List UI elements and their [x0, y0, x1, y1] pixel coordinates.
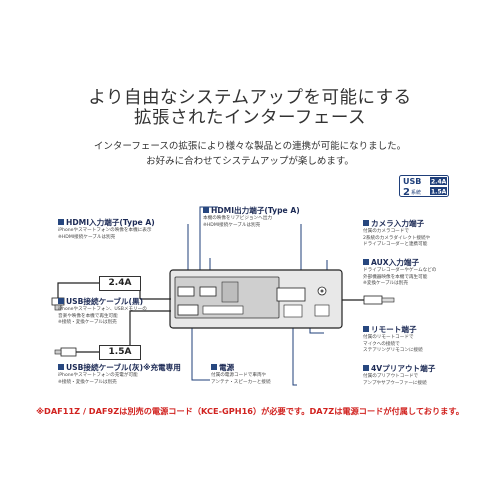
- headline-line-1: より自由なシステムアップを可能にする: [88, 88, 412, 108]
- badge-unit-text: 系統: [411, 189, 421, 196]
- aux-desc-2: 外部機器映像を本機で再生可能: [363, 274, 428, 280]
- preout-desc-1: 付属のプリアウトコードで: [363, 374, 419, 379]
- camera-desc-2: 2系統のカメラダイレクト接続や: [363, 235, 431, 241]
- hdmi-in-label: HDMI入力端子(Type A): [58, 217, 155, 228]
- remote-desc-1: 付属のリモートコードで: [363, 335, 414, 340]
- aux-callout: AUX入力端子 ドライブレコーダーやゲームなどの 外部機器映像を本機で再生可能 …: [363, 257, 436, 288]
- usb-2-system-badge: USB 2 系統 2.4A 1.5A: [399, 175, 449, 197]
- usb-gray-desc-1: iPhoneやスマートフォンの充電が可能: [58, 373, 138, 378]
- usb-black-label: USB接続ケーブル(黒): [58, 296, 147, 307]
- hdmi-out-desc-2: ※HDMI接続ケーブルは別売: [203, 222, 261, 228]
- usb-black-desc-2: 音楽や映像を本機で再生可能: [58, 313, 118, 319]
- remote-label: リモート端子: [363, 324, 423, 335]
- power-cord-note: ※DAF11Z / DAF9Zは別売の電源コード（KCE-GPH16）が必要です…: [36, 406, 464, 416]
- aux-desc-1: ドライブレコーダーやゲームなどの: [363, 268, 437, 273]
- remote-desc-3: ステアリングリモコンに接続: [363, 348, 423, 354]
- hdmi-in-desc-1: iPhoneやスマートフォンの映像を本機に表示: [58, 228, 152, 233]
- hdmi-in-desc-2: ※HDMI接続ケーブルは別売: [58, 234, 116, 240]
- remote-desc-2: マイクへの接続で: [363, 341, 400, 347]
- camera-desc-3: ドライブレコーダーと連携可能: [363, 242, 428, 248]
- preout-label: 4Vプリアウト端子: [363, 363, 435, 374]
- aux-label: AUX入力端子: [363, 257, 436, 268]
- power-callout: 電源 付属の電源コードで車両や アンテナ・スピーカーと接続: [211, 362, 271, 386]
- usb-black-desc-1: iPhoneやスマートフォン、USBメモリーの: [58, 307, 147, 312]
- badge-amp-high: 2.4A: [431, 179, 447, 186]
- camera-callout: カメラ入力端子 付属のカメラコードで 2系統のカメラダイレクト接続や ドライブレ…: [363, 218, 430, 249]
- hdmi-out-label: HDMI出力端子(Type A): [203, 205, 300, 216]
- usb-gray-label: USB接続ケーブル(灰)※充電専用: [58, 362, 181, 373]
- camera-label: カメラ入力端子: [363, 218, 430, 229]
- headline-line-2: 拡張されたインターフェース: [133, 108, 367, 128]
- usb-gray-callout: USB接続ケーブル(灰)※充電専用 iPhoneやスマートフォンの充電が可能 ※…: [58, 362, 181, 386]
- hdmi-out-desc-1: 本機の映像をリアビジョンへ出力: [203, 216, 272, 221]
- usb-gray-desc-2: ※接続・変換ケーブルは別売: [58, 379, 117, 385]
- camera-desc-1: 付属のカメラコードで: [363, 229, 409, 234]
- intro-line-2: お好みに合わせてシステムアップが楽しめます。: [146, 156, 354, 167]
- amp-box-2-4a: 2.4A: [99, 276, 141, 291]
- amp-box-1-5a: 1.5A: [99, 345, 141, 360]
- aux-desc-3: ※変換ケーブルは別売: [363, 281, 408, 287]
- badge-count-text: 2: [403, 187, 410, 197]
- preout-desc-2: アンプやサブウーファーに接続: [363, 380, 427, 386]
- badge-amp-low: 1.5A: [431, 189, 447, 196]
- remote-callout: リモート端子 付属のリモートコードで マイクへの接続で ステアリングリモコンに接…: [363, 324, 423, 355]
- power-label: 電源: [211, 362, 271, 373]
- power-desc-1: 付属の電源コードで車両や: [211, 373, 267, 378]
- usb-black-desc-3: ※接続・変換ケーブルは別売: [58, 320, 117, 326]
- intro-line-1: インターフェースの拡張により様々な製品との連携が可能になりました。: [93, 141, 407, 152]
- power-desc-2: アンテナ・スピーカーと接続: [211, 379, 271, 385]
- preout-callout: 4Vプリアウト端子 付属のプリアウトコードで アンプやサブウーファーに接続: [363, 363, 435, 387]
- hdmi-out-callout: HDMI出力端子(Type A) 本機の映像をリアビジョンへ出力 ※HDMI接続…: [203, 205, 300, 229]
- badge-usb-text: USB: [403, 177, 421, 186]
- hdmi-in-callout: HDMI入力端子(Type A) iPhoneやスマートフォンの映像を本機に表示…: [58, 217, 155, 241]
- usb-black-callout: USB接続ケーブル(黒) iPhoneやスマートフォン、USBメモリーの 音楽や…: [58, 296, 147, 327]
